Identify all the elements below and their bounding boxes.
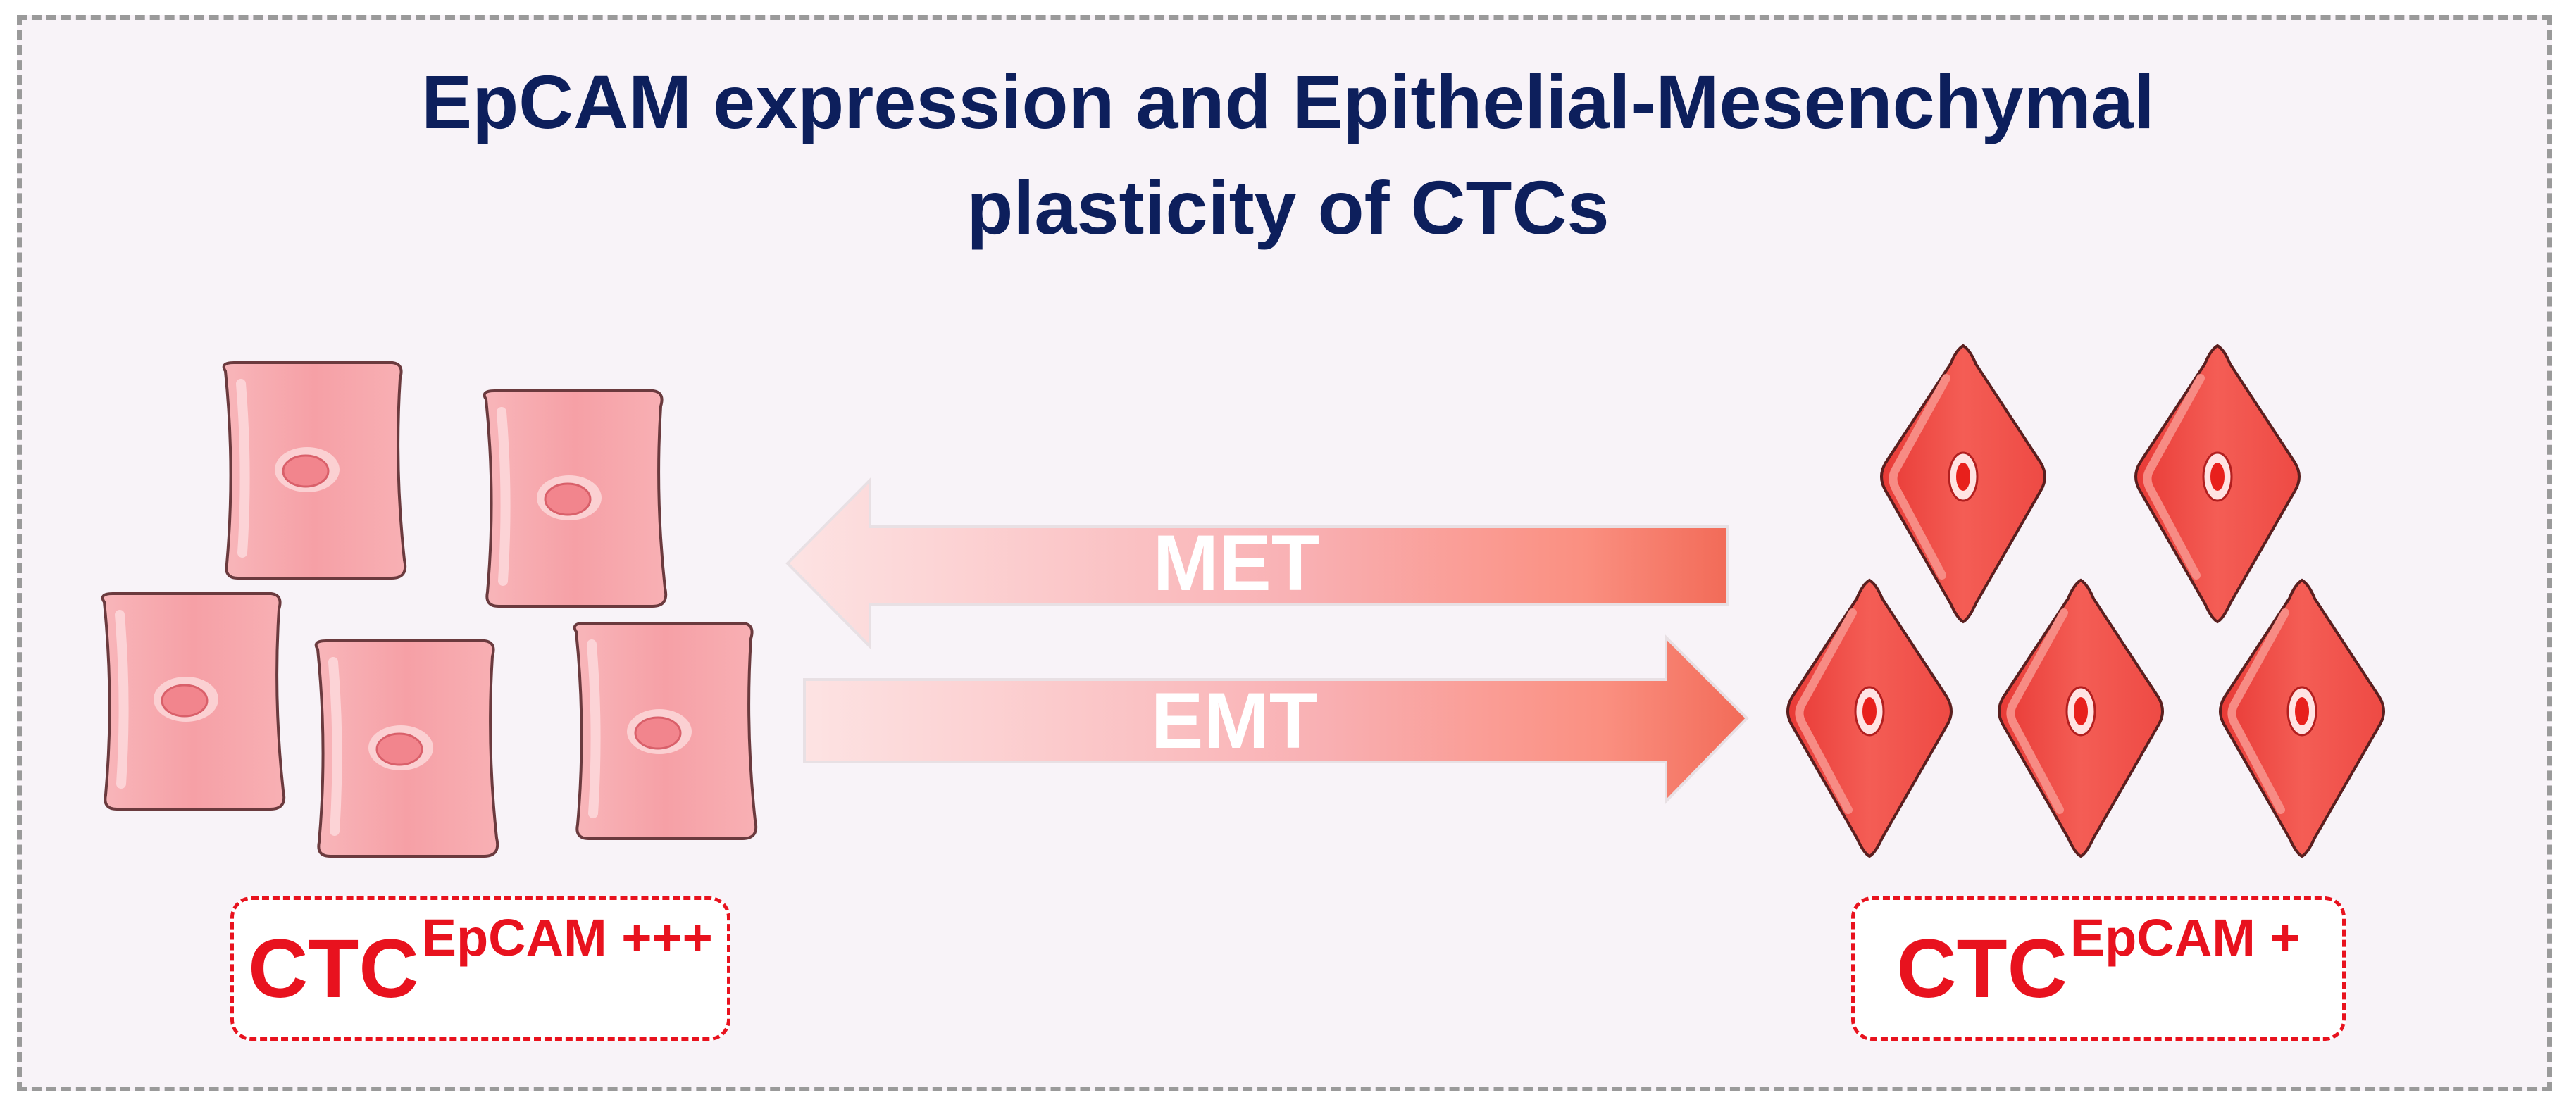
mesenchymal-cell [1880, 344, 2046, 624]
epithelial-cell [573, 622, 758, 840]
epithelial-cell [483, 389, 668, 608]
epithelial-cell [101, 592, 286, 811]
label-epcam-low-main: CTC [1896, 922, 2067, 1015]
emt-arrow-label: EMT [1151, 677, 1317, 765]
title-line-2: plasticity of CTCs [966, 165, 1610, 250]
mesenchymal-cell [1786, 578, 1953, 858]
emt-arrow: EMT [803, 634, 1749, 805]
label-epcam-low-sup: EpCAM + [2070, 908, 2301, 967]
label-epcam-high-main: CTC [248, 922, 419, 1015]
figure-title: EpCAM expression and Epithelial-Mesenchy… [0, 49, 2576, 261]
epithelial-cell-group [101, 361, 758, 858]
label-epcam-high-sup: EpCAM +++ [421, 908, 713, 967]
met-arrow: MET [785, 477, 1729, 650]
epithelial-cell [222, 361, 407, 580]
mesenchymal-cell [2134, 344, 2301, 624]
title-line-1: EpCAM expression and Epithelial-Mesenchy… [421, 59, 2155, 144]
mesenchymal-cell-group [1786, 344, 2385, 858]
mesenchymal-cell [1998, 578, 2164, 858]
met-arrow-label: MET [1153, 519, 1319, 607]
epithelial-cell [314, 639, 499, 858]
mesenchymal-cell [2219, 578, 2385, 858]
